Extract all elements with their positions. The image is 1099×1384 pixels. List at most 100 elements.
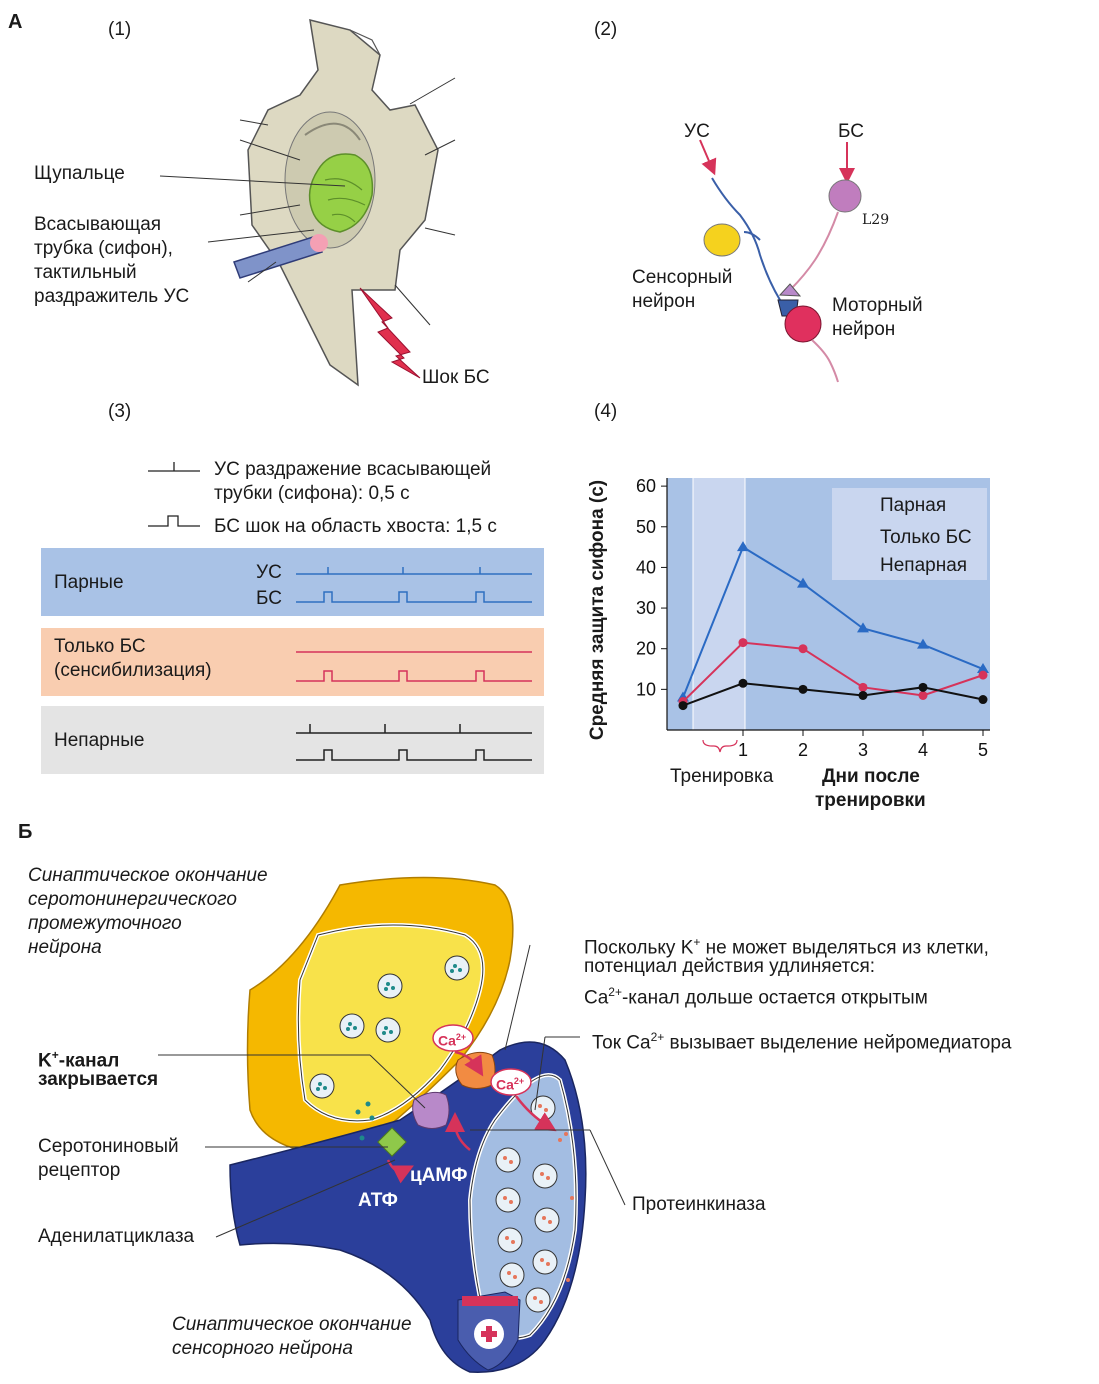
ca-badge-inner — [490, 1068, 532, 1096]
series-point-0 — [977, 663, 989, 674]
unpaired-band — [41, 706, 544, 774]
adenylate-cyclase-label: Аденилатциклаза — [38, 1226, 195, 1247]
training-brace-icon — [702, 739, 738, 753]
k-channel-label-1: K+-канал — [38, 1048, 120, 1072]
sensory-neuron-body — [703, 223, 741, 257]
neurotransmitter-vesicles — [495, 1095, 574, 1313]
receptor-label-2: рецептор — [38, 1160, 121, 1181]
series-point-0 — [737, 541, 749, 552]
synapse-illustration — [158, 876, 626, 1373]
y-tick-label: 60 — [636, 476, 656, 496]
series-point-1 — [738, 638, 748, 648]
chart-x-label-days-2: тренировки — [815, 790, 926, 811]
y-tick-label: 10 — [636, 679, 656, 699]
tentacle-label: Щупальце — [34, 163, 125, 184]
y-tick-label: 20 — [636, 639, 656, 659]
shock-bolt-icon — [359, 287, 421, 379]
subpanel-4-label: (4) — [594, 401, 618, 422]
series-point-2 — [738, 678, 748, 688]
aplysia-illustration — [159, 18, 456, 387]
note-k-line2: потенциал действия удлиняется: — [584, 956, 876, 977]
x-tick-label: 5 — [978, 740, 988, 760]
siphon-label-1: Всасывающая — [34, 214, 162, 235]
protein-kinase-label: Протеинкиназа — [632, 1194, 766, 1215]
siphon-tube — [233, 235, 323, 279]
motor-neuron-body — [784, 305, 822, 343]
us-label: БС — [838, 121, 864, 142]
legend-us: БС шок на область хвоста: 1,5 с — [214, 516, 497, 537]
gill-shape — [308, 153, 374, 233]
paired-us-label: БС — [256, 588, 282, 609]
legend-unpaired: Непарная — [880, 555, 968, 576]
panel-b-letter: Б — [18, 821, 33, 843]
series-line-0 — [682, 545, 984, 698]
series-point-2 — [918, 682, 928, 692]
note-ca-current: Ток Ca2+ вызывает выделение нейромедиато… — [592, 1030, 1012, 1054]
serotonin-receptor-shape — [377, 1127, 407, 1157]
paired-cs-label: УС — [256, 562, 282, 583]
training-period-band — [693, 478, 745, 730]
series-point-0 — [917, 638, 929, 649]
series-point-1 — [918, 690, 928, 700]
chart-y-axis-label: Средняя защита сифона (с) — [587, 479, 608, 741]
sensory-terminal-label-2: сенсорного нейрона — [172, 1338, 353, 1359]
panel-a-letter: А — [8, 11, 23, 33]
series-point-2 — [858, 690, 868, 700]
l29-neuron-body — [828, 179, 862, 213]
ca-channel-shape — [455, 1051, 496, 1089]
siphon-label-2: трубка (сифон), — [34, 238, 173, 259]
serotonin-terminal-label-4: нейрона — [28, 937, 102, 958]
l29-label: L29 — [862, 212, 890, 228]
series-point-2 — [978, 695, 988, 705]
k-channel-shape — [412, 1091, 450, 1129]
siphon-label-3: тактильный — [34, 262, 137, 283]
series-line-2 — [682, 682, 984, 707]
us-only-label-2: (сенсибилизация) — [54, 660, 212, 681]
series-point-0 — [797, 577, 809, 588]
legend-us-only: Только БС — [880, 527, 972, 548]
neural-circuit — [699, 139, 862, 383]
sensory-terminal-label-1: Синаптическое окончание — [172, 1314, 412, 1335]
ca-badge-top-text: Ca2+ — [438, 1032, 467, 1049]
subpanel-1-label: (1) — [108, 19, 132, 40]
serotonin-terminal-label-2: серотонинергического — [28, 889, 237, 910]
sensory-neuron-label-1: Сенсорный — [632, 267, 733, 288]
ca-badge-top — [432, 1024, 474, 1052]
siphon-label-4: раздражитель УС — [34, 286, 190, 307]
receptor-label-1: Серотониновый — [38, 1136, 179, 1157]
note-k-line3: Ca2+-канал дольше остается открытым — [584, 985, 928, 1009]
series-point-0 — [857, 622, 869, 633]
chart-x-label-days-1: Дни после — [822, 766, 920, 787]
serotonin-terminal-label-1: Синаптическое окончание — [28, 865, 268, 886]
y-tick-label: 40 — [636, 557, 656, 577]
x-tick-label: 1 — [738, 740, 748, 760]
subpanel-3-label: (3) — [108, 401, 132, 422]
sensory-neuron-label-2: нейрон — [632, 291, 696, 312]
cs-label: УС — [684, 121, 710, 142]
unpaired-label: Непарные — [54, 730, 145, 751]
x-tick-label: 2 — [798, 740, 808, 760]
k-channel-label-2: закрывается — [38, 1069, 159, 1090]
subpanel-2-label: (2) — [594, 19, 618, 40]
paired-band — [41, 548, 544, 616]
motor-neuron-label-1: Моторный — [832, 295, 923, 316]
serotonin-vesicles — [309, 955, 470, 1099]
us-only-label-1: Только БС — [54, 636, 146, 657]
legend-cs-line1: УС раздражение всасывающей — [214, 459, 492, 480]
legend-cs-line2: трубки (сифона): 0,5 с — [214, 483, 410, 504]
chart-legend: Парная Только БС Непарная — [832, 488, 987, 580]
y-tick-label: 50 — [636, 517, 656, 537]
series-point-2 — [798, 684, 808, 694]
serotonin-terminal-label-3: промежуточного — [28, 913, 182, 934]
chart-x-label-training: Тренировка — [670, 766, 774, 787]
camp-label: цАМФ — [410, 1165, 468, 1186]
x-tick-label: 3 — [858, 740, 868, 760]
shock-label: Шок БС — [422, 367, 490, 388]
series-point-1 — [858, 682, 868, 692]
us-only-band — [41, 628, 544, 696]
atp-label: АТФ — [358, 1190, 398, 1211]
note-k-line1: Поскольку K+ не может выделяться из клет… — [584, 935, 989, 959]
motor-neuron-label-2: нейрон — [832, 319, 896, 340]
